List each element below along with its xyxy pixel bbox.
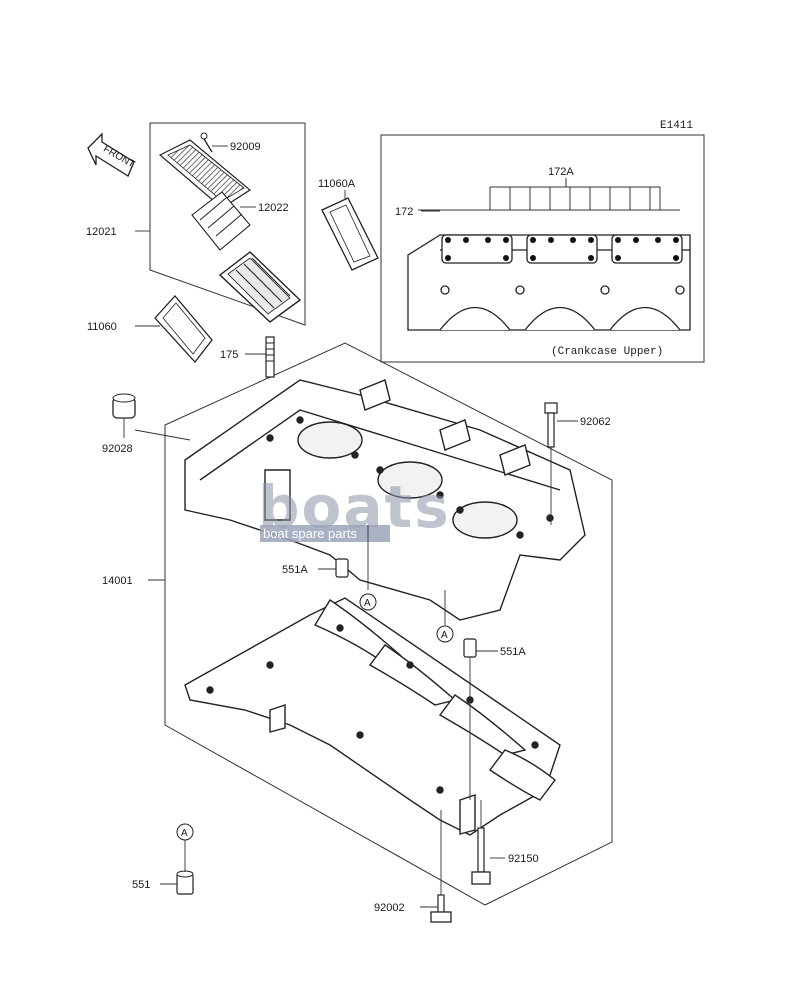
assembly-outline [164, 342, 613, 906]
crankcase-upper [184, 379, 586, 621]
label-12021: 12021 [86, 226, 117, 238]
reed-valve-block [218, 251, 302, 323]
label-11060A: 11060A [318, 178, 356, 190]
bolt-92062 [544, 402, 558, 448]
label-172: 172 [395, 206, 413, 218]
dowel-551 [176, 870, 194, 895]
marker-a-lower: A [436, 625, 454, 643]
label-11060: 11060 [87, 321, 117, 333]
dowel-551A-right [463, 638, 477, 658]
label-551A-right: 551A [500, 646, 526, 658]
screw-icon [200, 132, 213, 153]
inset-bolt-heads [445, 237, 679, 261]
label-92150: 92150 [508, 853, 539, 865]
inset-caption: (Crankcase Upper) [551, 346, 663, 358]
label-175: 175 [220, 349, 238, 361]
label-551A-left: 551A [282, 564, 308, 576]
bolt-92150 [471, 827, 491, 885]
diagram-code: E1411 [660, 120, 693, 132]
inset-crankcase-drawing [407, 234, 691, 331]
marker-a-upper: A [359, 593, 377, 611]
svg-text:A: A [364, 598, 371, 609]
stud-175 [265, 336, 275, 378]
watermark-logo: boats boat spare parts [258, 473, 449, 542]
label-92028: 92028 [102, 443, 133, 455]
reed-petal-plate [158, 139, 252, 209]
label-14001: 14001 [102, 575, 133, 587]
watermark-tagline: boat spare parts [263, 526, 357, 541]
reed-valve-group [149, 122, 306, 326]
dowel-551A-left [335, 558, 349, 578]
crankcase-upper-inset: (Crankcase Upper) [380, 134, 705, 363]
gasket-11060 [154, 295, 213, 364]
svg-text:A: A [441, 630, 448, 641]
label-12022: 12022 [258, 202, 289, 214]
label-92002: 92002 [374, 902, 405, 914]
reed-stopper [191, 191, 251, 251]
label-551: 551 [132, 879, 150, 891]
front-arrow-icon: FRONT [87, 132, 137, 177]
gasket-11060A [321, 197, 379, 271]
label-92062: 92062 [580, 416, 611, 428]
leader-lines [123, 145, 578, 908]
crankcase-lower [184, 597, 561, 836]
label-172A: 172A [548, 166, 574, 178]
plug-92028 [112, 393, 136, 419]
label-92009: 92009 [230, 141, 261, 153]
bolt-92002 [430, 894, 452, 923]
svg-text:A: A [181, 828, 188, 839]
marker-a-dowel: A [176, 823, 194, 841]
